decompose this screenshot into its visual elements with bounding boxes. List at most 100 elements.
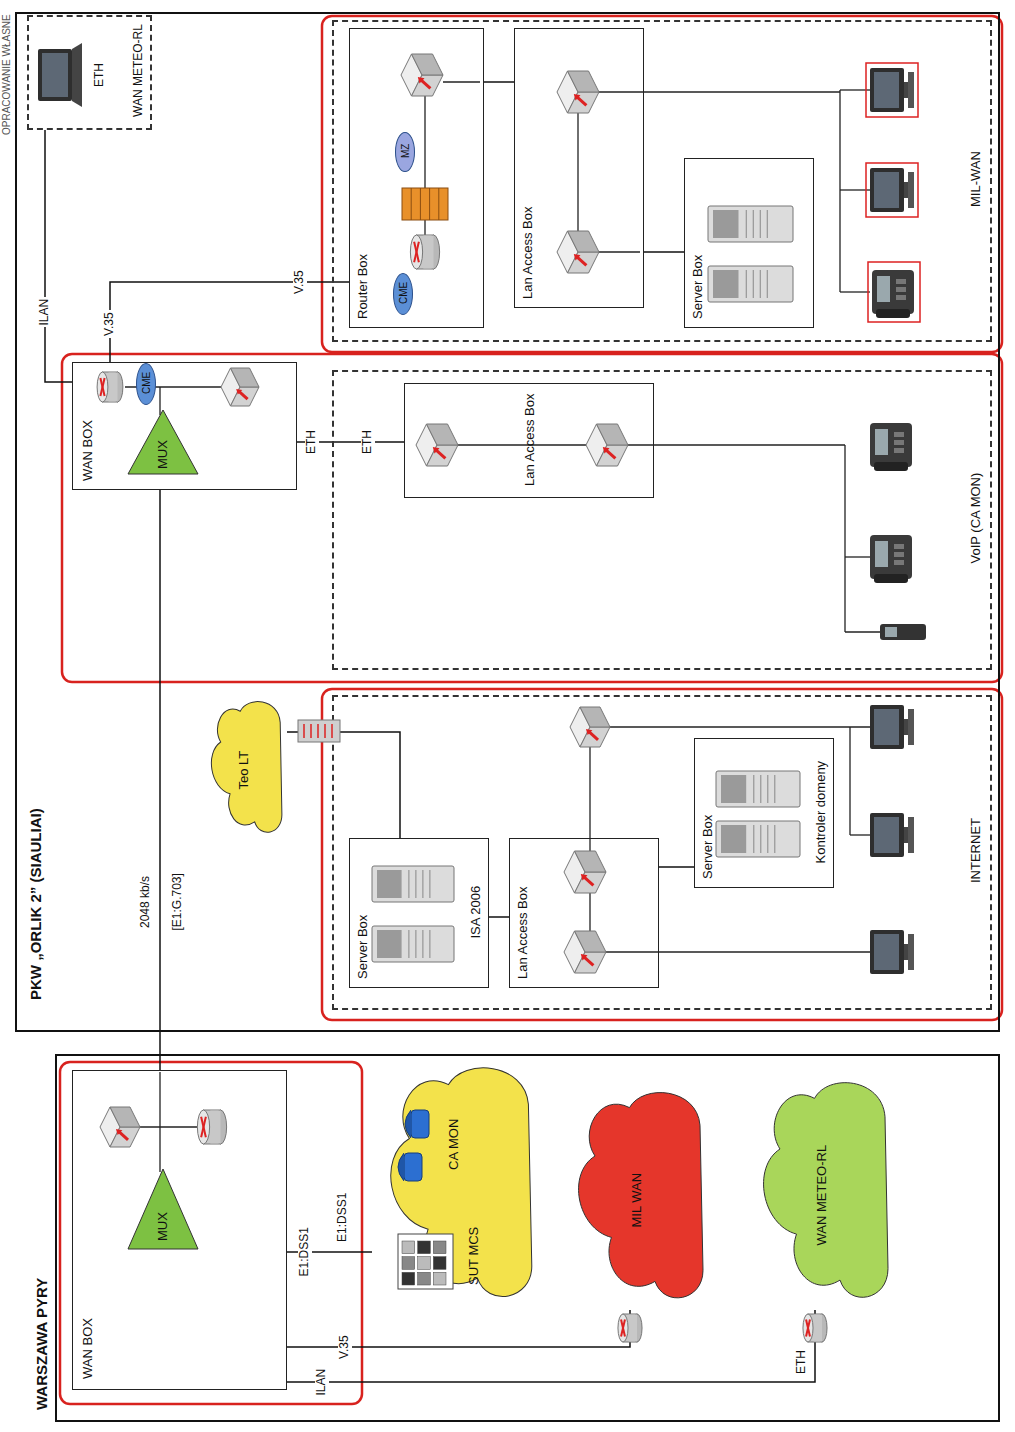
router-face [412, 75, 444, 96]
router-arrow [621, 1320, 625, 1337]
cloud-shape [579, 1093, 703, 1298]
router-icon [416, 424, 458, 466]
annotation-text: V.35 [293, 268, 307, 296]
laptop-icon [38, 43, 82, 107]
phone-keys [894, 560, 904, 565]
router-face [575, 931, 607, 952]
server-slot [429, 870, 430, 898]
node-text: WAN BOX [81, 420, 96, 481]
wire [610, 726, 870, 727]
phone-keys [894, 448, 904, 453]
annotation-text: ETH [795, 1350, 809, 1374]
brick-line [438, 188, 439, 220]
server-slot [760, 825, 761, 853]
connector [287, 1310, 815, 1382]
highlight-frame [866, 163, 918, 217]
text-holder: Kontroler domeny [814, 761, 829, 864]
handset [876, 309, 910, 318]
computer-icon [866, 163, 918, 217]
wire [577, 113, 578, 231]
router-face [575, 851, 607, 872]
laptop-lid [38, 49, 72, 101]
server-icon [708, 206, 793, 242]
node-text: Lan Access Box [523, 394, 538, 487]
text-holder: Server Box [691, 255, 706, 319]
exchange-cell [402, 1241, 415, 1254]
phone-display [875, 429, 888, 455]
router-arrow [606, 450, 615, 458]
exchange-icon [398, 1234, 453, 1289]
text-holder: V.35 [338, 1333, 352, 1361]
server-slot [767, 270, 768, 298]
router-top [197, 1110, 209, 1144]
node-text: MIL WAN [630, 1173, 645, 1228]
stand [904, 719, 908, 735]
free-label: ETH [93, 63, 107, 87]
server-slot [408, 930, 409, 958]
node-text: Router Box [356, 254, 371, 319]
wire [850, 834, 870, 835]
router-face [580, 727, 610, 747]
server-icon [372, 926, 454, 962]
server-slot [746, 270, 747, 298]
phone-body [404, 1153, 422, 1181]
stand [904, 944, 908, 960]
cloud-shape [211, 702, 282, 833]
server-icon [716, 821, 800, 857]
node-text: WARSZAWA PYRY [33, 1278, 50, 1410]
router-body [629, 1315, 637, 1342]
server-slot [774, 775, 775, 803]
hub-port [324, 724, 326, 738]
router-face [231, 368, 260, 387]
router-arrow-head [581, 874, 588, 880]
equipment-box: Server BoxISA 2006 [349, 838, 489, 988]
text-holder: Lan Access Box [516, 887, 531, 980]
panel-frame: PKW „ORLIK 2” (SIAULIAI)Teo LTWAN BOXMUX… [15, 12, 1000, 1032]
text-holder: CME [398, 282, 410, 304]
equipment-box: Server BoxKontroler domeny [694, 738, 834, 888]
server-icon [372, 866, 454, 902]
highlight-frame [322, 16, 1002, 352]
server-slot [422, 870, 423, 898]
node-text: VoIP (CA MON) [969, 473, 984, 564]
keyboard [908, 817, 914, 853]
text-holder: VoIP (CA MON) [969, 473, 984, 564]
line-label: V.35 [103, 310, 117, 338]
phone-icon [398, 1153, 422, 1181]
server-slot [746, 210, 747, 238]
keyboard [908, 172, 914, 208]
wire [443, 81, 480, 82]
router-icon [564, 931, 606, 973]
text-holder: PKW „ORLIK 2” (SIAULIAI) [27, 808, 44, 1000]
label-ellipse: CME [136, 363, 156, 405]
node-text: INTERNET [969, 818, 984, 883]
wire [628, 444, 845, 445]
server-case [716, 771, 800, 807]
server-bay [721, 775, 746, 803]
server-slot [767, 775, 768, 803]
network-cloud: Teo LT [202, 700, 287, 840]
router-arrow [577, 97, 586, 105]
wire [840, 291, 870, 292]
node-text: WAN BOX [81, 1318, 96, 1379]
hub-case [298, 720, 340, 742]
router-arrow [201, 1117, 206, 1137]
router-arrow [577, 257, 586, 265]
text-holder: 2048 kb/s [139, 874, 153, 930]
highlight-frame [866, 63, 918, 117]
line-label: ILAN [38, 297, 52, 328]
server-slot [753, 825, 754, 853]
server-case [708, 266, 793, 302]
monitor [870, 68, 904, 112]
exchange-cell [433, 1241, 446, 1254]
wire [599, 91, 840, 92]
text-holder: Lan Access Box [523, 394, 538, 487]
router-arrow [201, 1117, 206, 1137]
screen [874, 172, 899, 208]
node-text: CA MON [447, 1119, 462, 1170]
text-holder: SUT MCS [467, 1227, 482, 1285]
tri-shape [128, 410, 198, 474]
wire [599, 251, 640, 252]
connector [644, 251, 684, 253]
server-slot [415, 930, 416, 958]
